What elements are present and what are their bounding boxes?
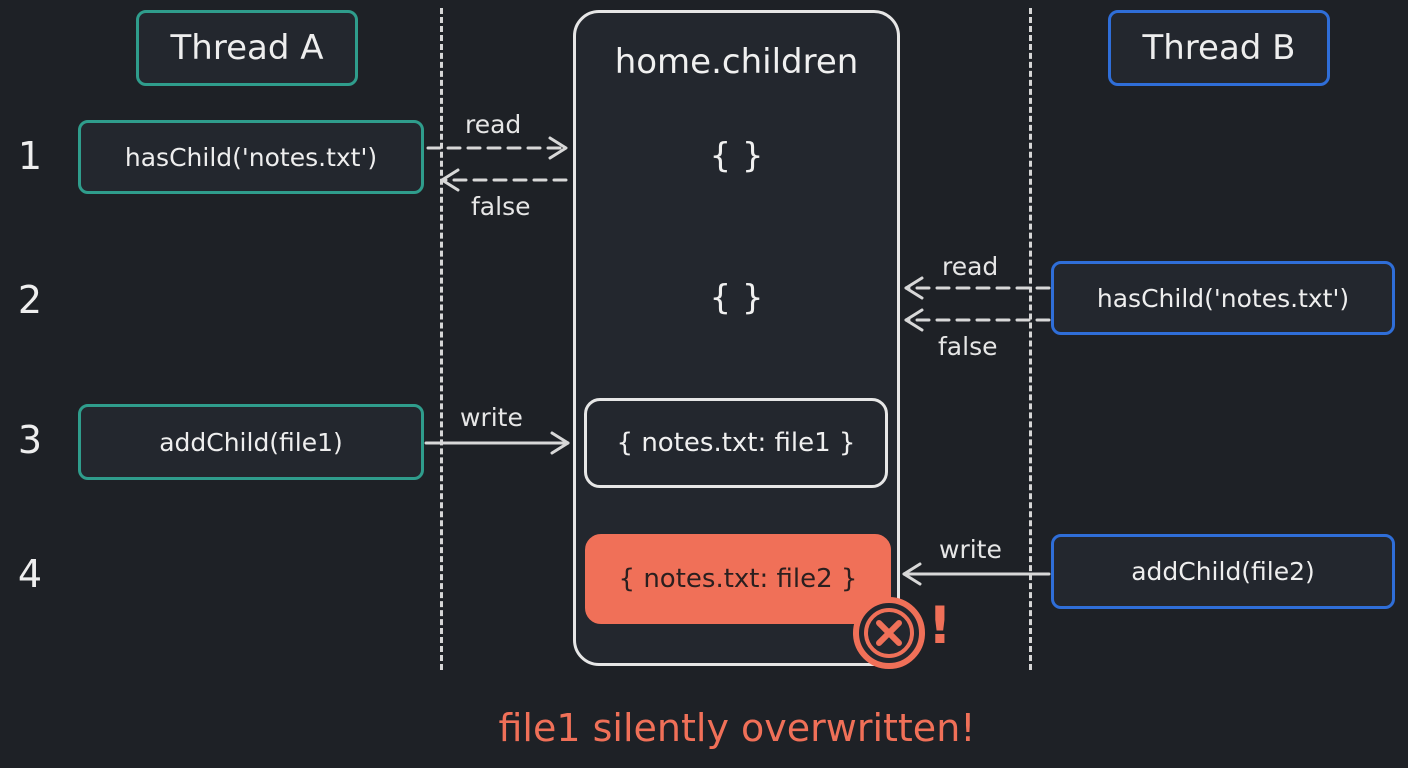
close-circle-icon xyxy=(853,597,925,669)
left-divider xyxy=(440,8,443,670)
state-step3: { notes.txt: file1 } xyxy=(584,398,888,488)
state-step1: { } xyxy=(709,136,764,176)
call-label: addChild(file2) xyxy=(1131,557,1315,586)
thread-a-title: Thread A xyxy=(170,28,324,68)
thread-a-call-step1: hasChild('notes.txt') xyxy=(78,120,424,194)
label-b4-write: write xyxy=(939,535,1002,564)
arrow-b2-read-head xyxy=(904,276,924,300)
thread-a-call-step3: addChild(file1) xyxy=(78,404,424,480)
state-step4-text: { notes.txt: file2 } xyxy=(618,564,858,594)
arrow-a1-read-head xyxy=(548,136,568,160)
label-a3-write: write xyxy=(460,403,523,432)
thread-b-call-step4: addChild(file2) xyxy=(1051,534,1395,609)
step-number-1: 1 xyxy=(17,134,43,178)
shared-state-title: home.children xyxy=(614,42,859,82)
thread-a-header: Thread A xyxy=(136,10,358,86)
arrow-a1-false-head xyxy=(440,168,460,192)
right-divider xyxy=(1029,8,1032,670)
call-label: hasChild('notes.txt') xyxy=(124,142,378,172)
error-caption: file1 silently overwritten! xyxy=(498,706,976,750)
label-a1-false: false xyxy=(471,192,531,221)
label-b2-read: read xyxy=(942,252,999,281)
thread-b-header: Thread B xyxy=(1108,10,1330,86)
state-step4-overwritten: { notes.txt: file2 } xyxy=(585,534,891,624)
call-label: hasChild('notes.txt') xyxy=(1096,283,1350,313)
step-number-4: 4 xyxy=(17,552,43,596)
arrow-b2-false-head xyxy=(904,308,924,332)
label-b2-false: false xyxy=(938,332,998,361)
error-exclamation: ! xyxy=(928,596,952,656)
state-step3-text: { notes.txt: file1 } xyxy=(616,428,856,458)
arrow-a3-write-head xyxy=(550,431,570,455)
arrow-b4-write-head xyxy=(902,562,922,586)
thread-b-call-step2: hasChild('notes.txt') xyxy=(1051,261,1395,335)
call-label: addChild(file1) xyxy=(159,427,343,457)
step-number-3: 3 xyxy=(17,418,43,462)
step-number-2: 2 xyxy=(17,278,43,322)
thread-b-title: Thread B xyxy=(1142,28,1296,68)
state-step2: { } xyxy=(709,278,764,318)
label-a1-read: read xyxy=(465,110,522,139)
